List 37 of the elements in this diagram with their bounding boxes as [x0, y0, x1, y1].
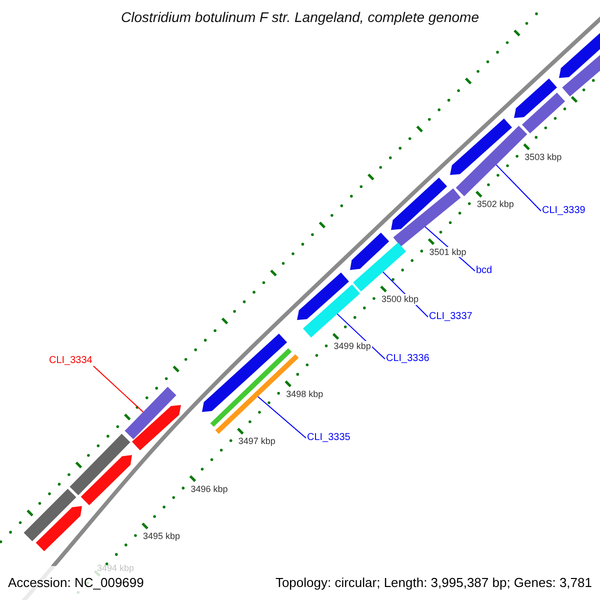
scale-label: 3499 kbp [332, 341, 372, 352]
gene-block [514, 78, 557, 118]
gene-label: CLI_3335 [307, 432, 350, 444]
gene-block [36, 506, 82, 552]
gene-bar [353, 242, 406, 292]
footer-text: Topology: circular; Length: 3,995,387 bp; Genes: 3,781 [275, 575, 592, 591]
leader-line [336, 313, 386, 360]
scale-label: 3497 kbp [237, 436, 276, 447]
gene-label: CLI_3337 [429, 311, 472, 323]
scale-label: 3496 kbp [190, 484, 229, 494]
scale-label: 3503 kbp [524, 152, 563, 163]
gene-label: bcd [476, 265, 492, 277]
scale-label: 3494 kbp [97, 563, 134, 574]
gene-bar [522, 92, 566, 134]
gene-bar [393, 188, 461, 247]
gene-bar [70, 434, 130, 496]
gene-bar [24, 488, 76, 542]
scale-label: 3498 kbp [285, 388, 324, 400]
gene-label: CLI_3334 [49, 355, 92, 367]
gene-block [350, 232, 390, 270]
scale-label: 3502 kbp [476, 199, 515, 210]
leader-line [92, 366, 144, 412]
gene-block [391, 178, 448, 230]
gene-bar [303, 284, 360, 338]
diagram-title: Clostridium botulinum F str. Langeland, complete genome [120, 9, 480, 26]
gene-label: CLI_3339 [542, 205, 586, 217]
gene-block [450, 118, 512, 175]
gene-block [297, 272, 349, 320]
scale-label: 3495 kbp [142, 531, 182, 542]
gene-block [80, 455, 132, 506]
gene-block [132, 405, 181, 450]
gene-label: CLI_3336 [386, 353, 430, 365]
gene-bar [124, 386, 176, 440]
gene-block [202, 334, 288, 412]
scale-label: 3500 kbp [380, 294, 420, 305]
footer-text: Accession: NC_009699 [8, 575, 144, 591]
scale-label: 3501 kbp [428, 246, 468, 258]
